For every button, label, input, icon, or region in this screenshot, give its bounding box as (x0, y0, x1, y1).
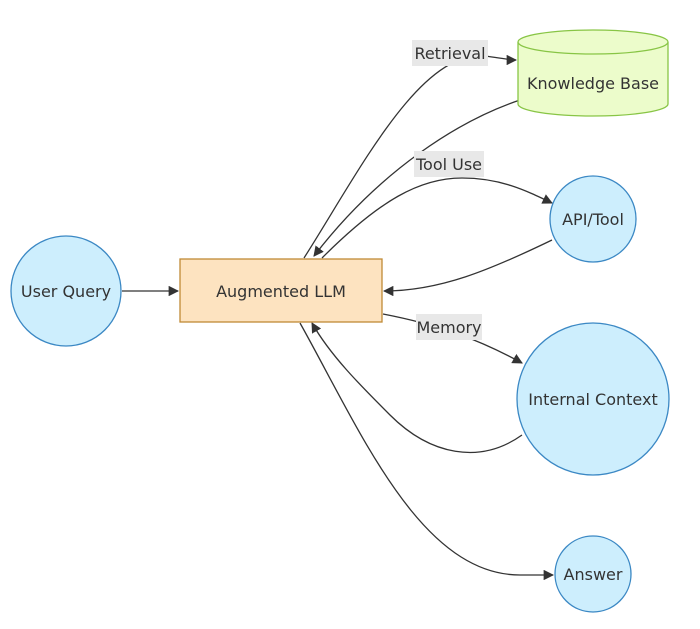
knowledge-base-label: Knowledge Base (527, 74, 659, 93)
answer-label: Answer (564, 565, 623, 584)
retrieval-label-bg (412, 40, 488, 66)
edge-to-answer (299, 322, 555, 581)
edge-retrieval (303, 54, 518, 259)
node-knowledge-base: Knowledge Base (517, 29, 669, 117)
knowledge-base-cylinder-top (517, 29, 669, 55)
edge-context-return (311, 322, 523, 454)
api-tool-circle (549, 175, 637, 263)
edge-labels: Retrieval Tool Use Memory (412, 40, 488, 340)
knowledge-base-cylinder-body (517, 42, 669, 117)
node-answer: Answer (554, 535, 632, 613)
user-query-label: User Query (21, 282, 111, 301)
edge-kb-return (313, 99, 521, 257)
augmented-llm-box (179, 258, 383, 323)
edge-tool-return (382, 239, 553, 297)
memory-label: Memory (416, 318, 481, 337)
node-internal-context: Internal Context (516, 322, 670, 476)
tool-use-label: Tool Use (415, 155, 482, 174)
node-api-tool: API/Tool (549, 175, 637, 263)
internal-context-circle (516, 322, 670, 476)
answer-circle (554, 535, 632, 613)
edge-tool-use (321, 177, 553, 259)
node-user-query: User Query (10, 235, 122, 347)
internal-context-label: Internal Context (528, 390, 657, 409)
memory-label-bg (416, 314, 482, 340)
tool-use-label-bg (414, 151, 484, 177)
retrieval-label: Retrieval (414, 44, 485, 63)
api-tool-label: API/Tool (562, 210, 624, 229)
node-augmented-llm: Augmented LLM (179, 258, 383, 323)
user-query-circle (10, 235, 122, 347)
augmented-llm-label: Augmented LLM (216, 282, 346, 301)
